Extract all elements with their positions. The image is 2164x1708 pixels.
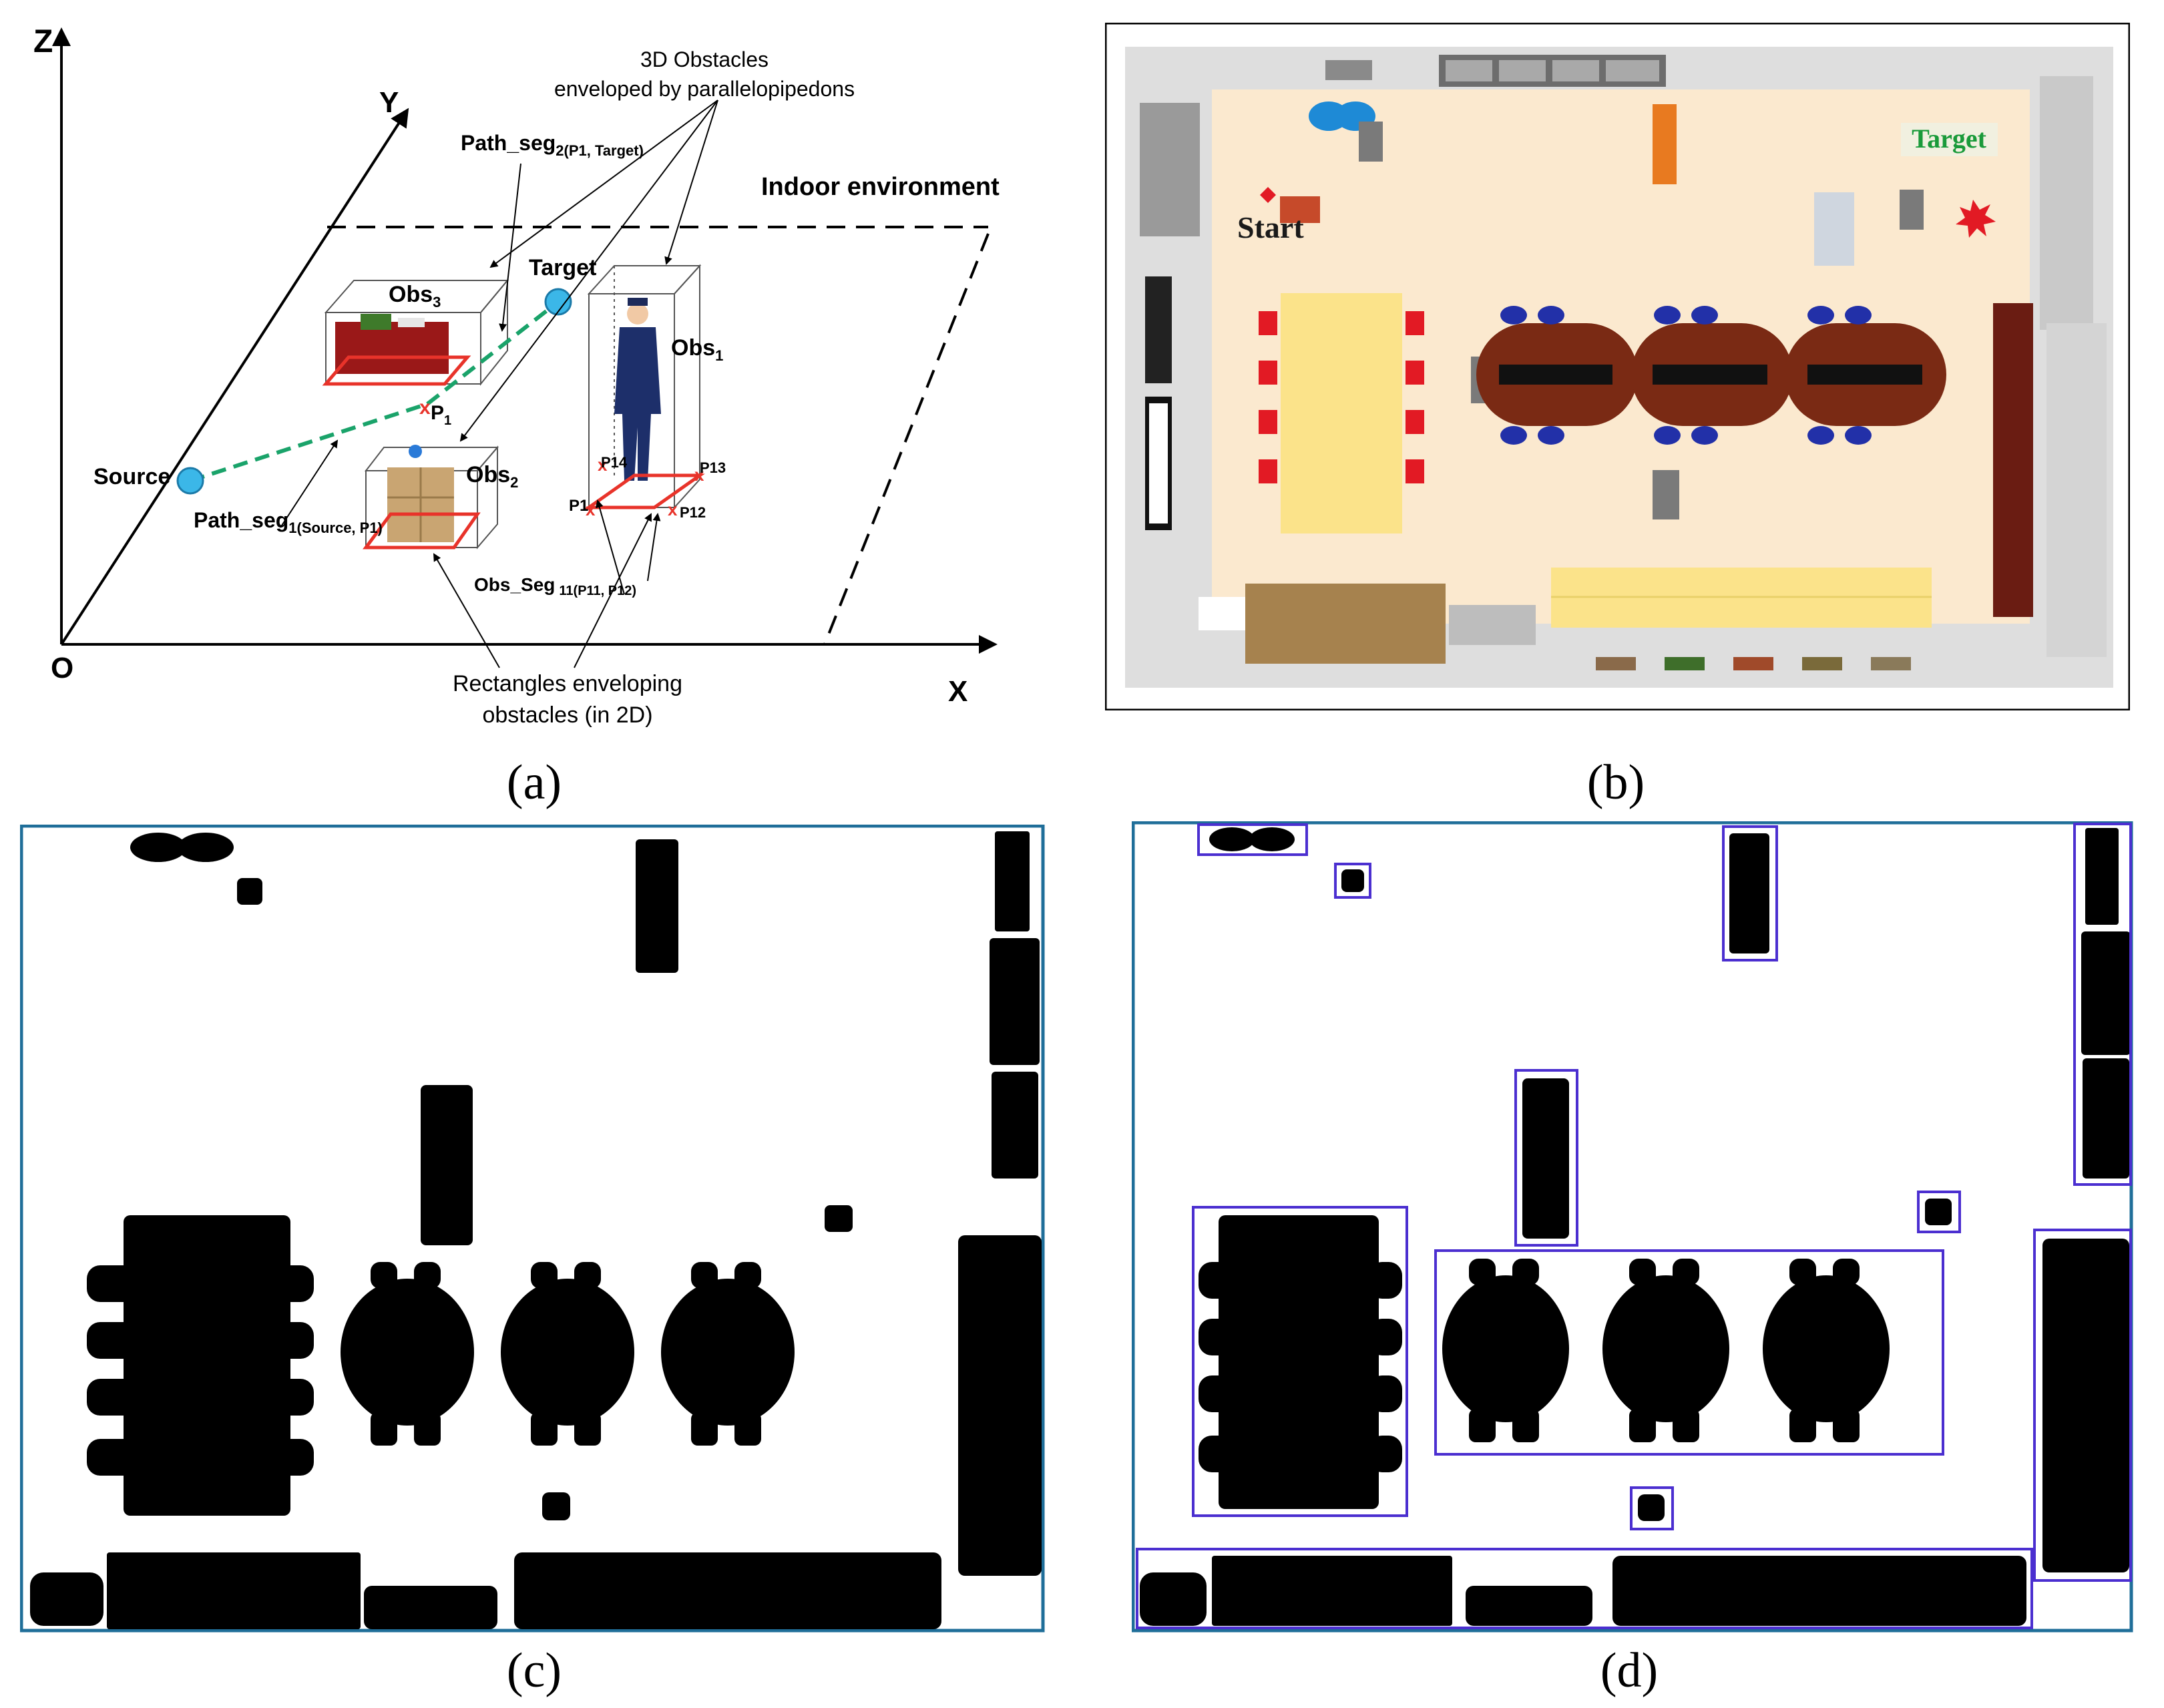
origin-label: O bbox=[51, 652, 73, 684]
target-label: Target bbox=[1912, 124, 1987, 154]
person-icon bbox=[1653, 470, 1679, 519]
obstacle-shapes bbox=[30, 831, 1042, 1629]
target-star-icon bbox=[1956, 200, 1996, 238]
svg-text:x: x bbox=[694, 465, 704, 485]
bbox bbox=[1917, 1191, 1961, 1233]
panel-c-binary-map bbox=[20, 825, 1045, 1633]
caption-b: (b) bbox=[1586, 755, 1645, 810]
bbox bbox=[2073, 823, 2132, 1186]
target-label: Target bbox=[529, 255, 596, 280]
svg-text:x: x bbox=[419, 397, 431, 419]
bbox bbox=[1334, 863, 1371, 899]
round-table-1 bbox=[1476, 323, 1638, 426]
svg-text:x: x bbox=[586, 499, 596, 519]
start-label: Start bbox=[1237, 210, 1304, 244]
panel-d-svg bbox=[1132, 821, 2133, 1633]
obs3-label: Obs3 bbox=[389, 282, 441, 310]
indoor-env-label: Indoor environment bbox=[761, 173, 1000, 201]
bounding-boxes bbox=[1136, 823, 2132, 1629]
caption-a: (a) bbox=[506, 755, 562, 810]
p11-label: P1 bbox=[569, 497, 588, 515]
panel-c-svg bbox=[20, 825, 1045, 1633]
locker bbox=[1653, 104, 1677, 184]
caption-d: (d) bbox=[1600, 1643, 1659, 1698]
person-icon bbox=[1900, 190, 1924, 230]
bbox bbox=[1514, 1069, 1578, 1247]
obs1-box: x x x x bbox=[584, 264, 705, 519]
robot-icon bbox=[1280, 196, 1320, 223]
yellow-table bbox=[1281, 293, 1402, 533]
bbox bbox=[1136, 1548, 2033, 1629]
round-table-2 bbox=[1631, 323, 1793, 426]
path-seg2-line bbox=[426, 300, 560, 406]
p14-label: P14 bbox=[601, 454, 628, 471]
bbox bbox=[1192, 1206, 1408, 1517]
y-axis bbox=[60, 108, 409, 646]
p1-label: P1 bbox=[431, 402, 451, 428]
bbox bbox=[1722, 825, 1778, 962]
svg-text:x: x bbox=[668, 499, 678, 519]
person-icon bbox=[614, 298, 661, 481]
svg-text:x: x bbox=[598, 455, 608, 475]
panel-b-svg: Start Target bbox=[1105, 23, 2130, 710]
rect-label-1: Rectangles enveloping bbox=[453, 671, 682, 696]
bbox bbox=[1630, 1486, 1674, 1530]
obstacles-3d-label-1: 3D Obstacles bbox=[640, 47, 769, 71]
source-point bbox=[176, 467, 204, 495]
path-seg2-label: Path_seg2(P1, Target) bbox=[461, 131, 644, 159]
panel-a-svg: x x x x x Z Y X O 3D Obstacles enveloped… bbox=[33, 24, 1000, 728]
obstacles-3d-label-2: enveloped by parallelopipedons bbox=[554, 77, 855, 101]
axis-z-label: Z bbox=[33, 24, 53, 59]
gear-icon bbox=[409, 445, 422, 458]
start-marker bbox=[1260, 187, 1276, 203]
rect-label-2: obstacles (in 2D) bbox=[482, 702, 652, 728]
axis-y-label: Y bbox=[379, 86, 399, 119]
axis-x-label: X bbox=[948, 675, 967, 708]
round-table-3 bbox=[1785, 323, 1946, 426]
wooden-crate bbox=[1245, 584, 1446, 664]
bbox bbox=[2033, 1229, 2132, 1582]
p13-label: P13 bbox=[700, 459, 726, 476]
target-point bbox=[544, 288, 572, 316]
obstacle-shapes bbox=[1140, 827, 2131, 1626]
panel-d-bounding-boxes bbox=[1132, 821, 2133, 1633]
bbox bbox=[1197, 823, 1308, 856]
source-label: Source bbox=[93, 464, 170, 489]
panel-a-3d-diagram: x x x x x Z Y X O 3D Obstacles enveloped… bbox=[0, 0, 1042, 741]
obs2-label: Obs2 bbox=[466, 462, 518, 491]
env-right-edge bbox=[823, 233, 990, 645]
p12-label: P12 bbox=[680, 504, 706, 521]
panel-b-office-scene: Start Target bbox=[1105, 23, 2130, 710]
bbox bbox=[1434, 1249, 1944, 1456]
caption-c: (c) bbox=[506, 1643, 562, 1698]
grey-cabinet bbox=[1814, 192, 1854, 266]
path-seg1-line bbox=[190, 402, 428, 483]
obs2-box bbox=[363, 445, 499, 550]
obs1-label: Obs1 bbox=[671, 335, 723, 364]
red-desk-icon bbox=[335, 322, 449, 374]
path-seg1-label: Path_seg1(Source, P1) bbox=[194, 508, 383, 536]
person-icon bbox=[1359, 122, 1383, 162]
